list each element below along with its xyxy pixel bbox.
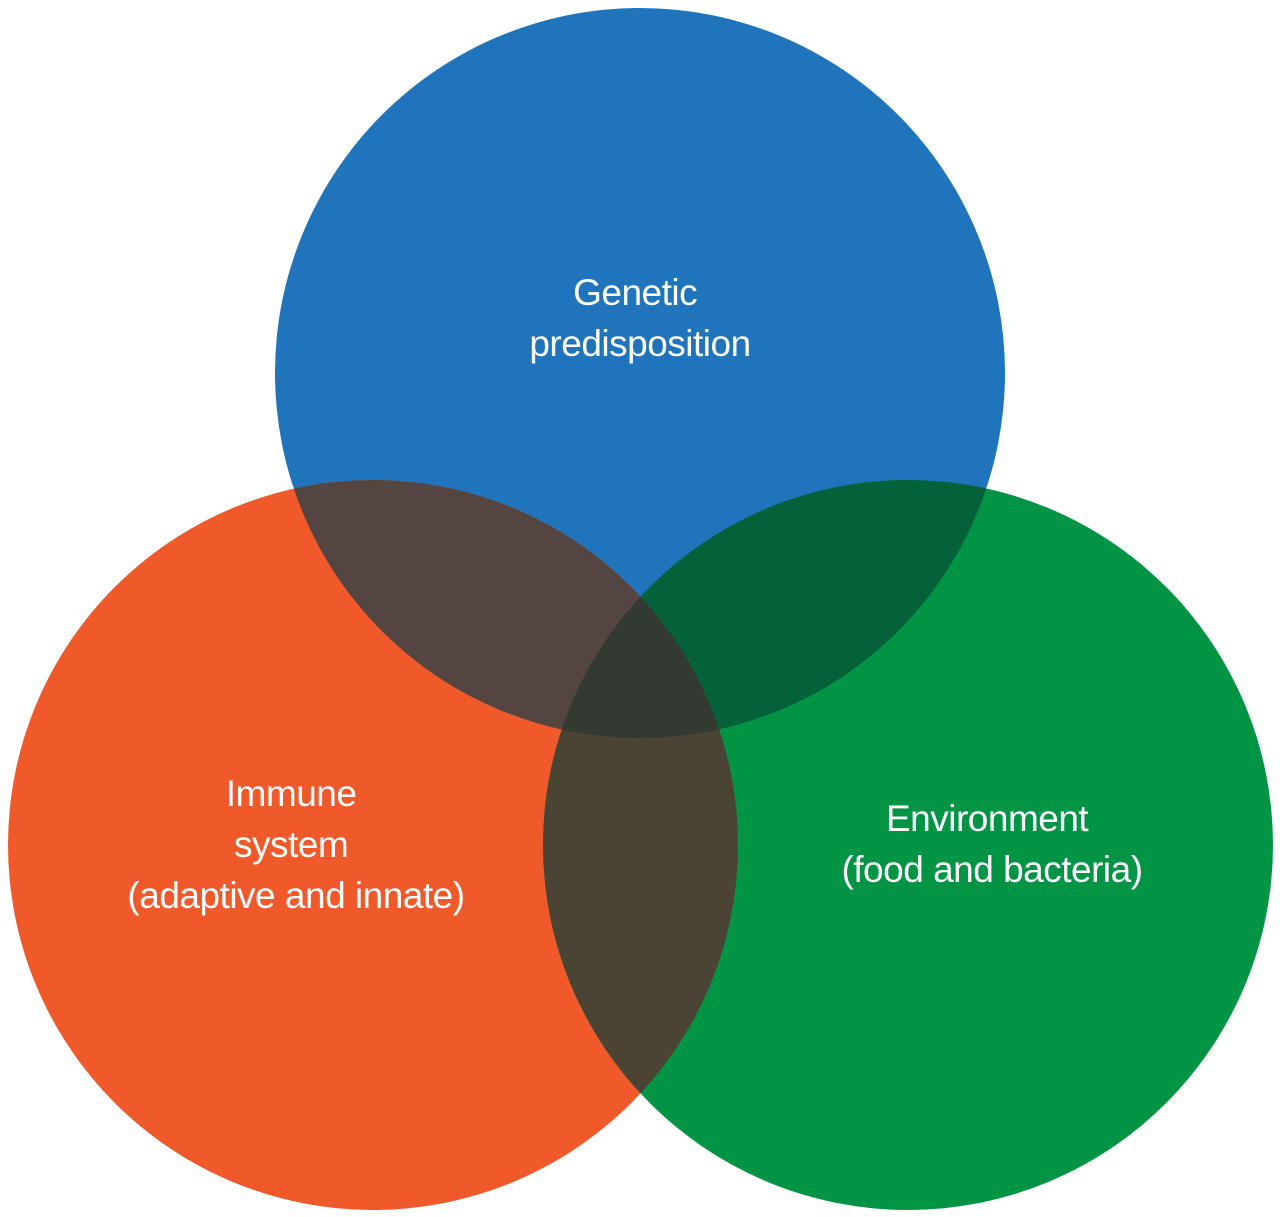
label-line: system bbox=[234, 824, 348, 865]
label-immune-system: Immune system (adaptive and innate) bbox=[127, 773, 464, 916]
label-line: predisposition bbox=[529, 323, 750, 364]
label-line: Immune bbox=[226, 773, 357, 814]
label-genetic-predisposition: Genetic predisposition bbox=[529, 272, 750, 364]
label-line: Genetic bbox=[573, 272, 697, 313]
label-environment: Environment (food and bacteria) bbox=[841, 798, 1142, 890]
overlap-genetic-environment bbox=[543, 480, 1005, 738]
label-line: Environment bbox=[886, 798, 1089, 839]
overlap-genetic-immune bbox=[275, 480, 738, 738]
label-line: (food and bacteria) bbox=[841, 849, 1142, 890]
label-line: (adaptive and innate) bbox=[127, 875, 464, 916]
